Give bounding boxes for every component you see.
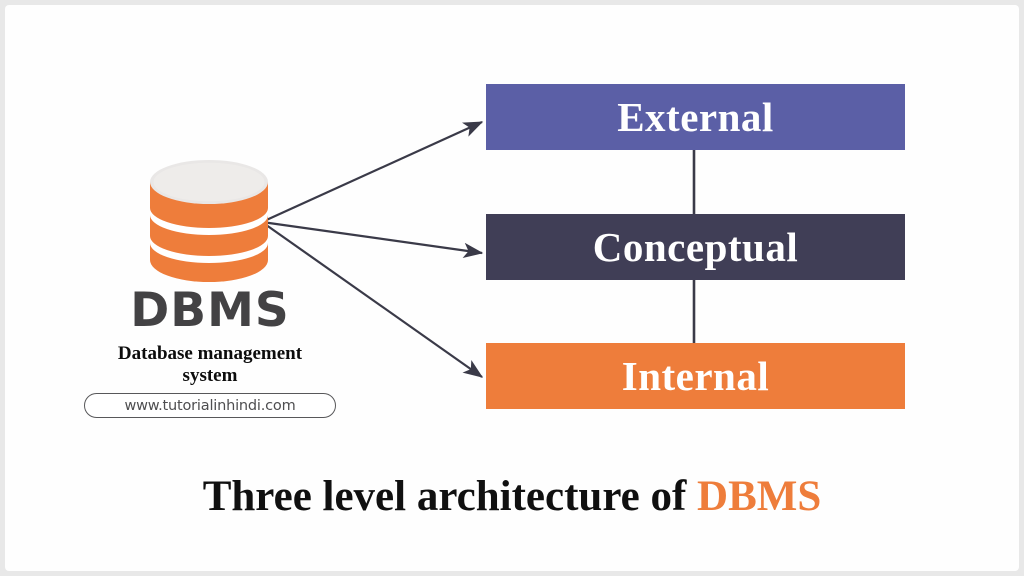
website-badge[interactable]: www.tutorialinhindi.com [84, 393, 336, 418]
diagram-title: Three level architecture of DBMS [5, 475, 1019, 518]
level-label-external: External [617, 93, 774, 140]
dbms-expansion: Database management system [75, 343, 345, 388]
dbms-acronym: DBMS [130, 283, 290, 338]
level-label-conceptual: Conceptual [592, 223, 799, 270]
diagram-title-prefix: Three level architecture of [202, 473, 698, 520]
level-box-external[interactable]: External [486, 84, 905, 150]
level-box-conceptual[interactable]: Conceptual [486, 214, 905, 280]
website-url: www.tutorialinhindi.com [124, 397, 296, 414]
level-label-internal: Internal [621, 352, 770, 399]
dbms-expansion-line2: system [182, 365, 238, 387]
diagram-title-accent: DBMS [697, 473, 822, 520]
database-cylinder-icon [150, 160, 268, 282]
level-box-internal[interactable]: Internal [486, 343, 905, 409]
dbms-source-group: DBMS Database management system www.tuto… [75, 155, 345, 430]
diagram-canvas: DBMS Database management system www.tuto… [5, 5, 1019, 571]
dbms-expansion-line1: Database management [117, 343, 303, 364]
